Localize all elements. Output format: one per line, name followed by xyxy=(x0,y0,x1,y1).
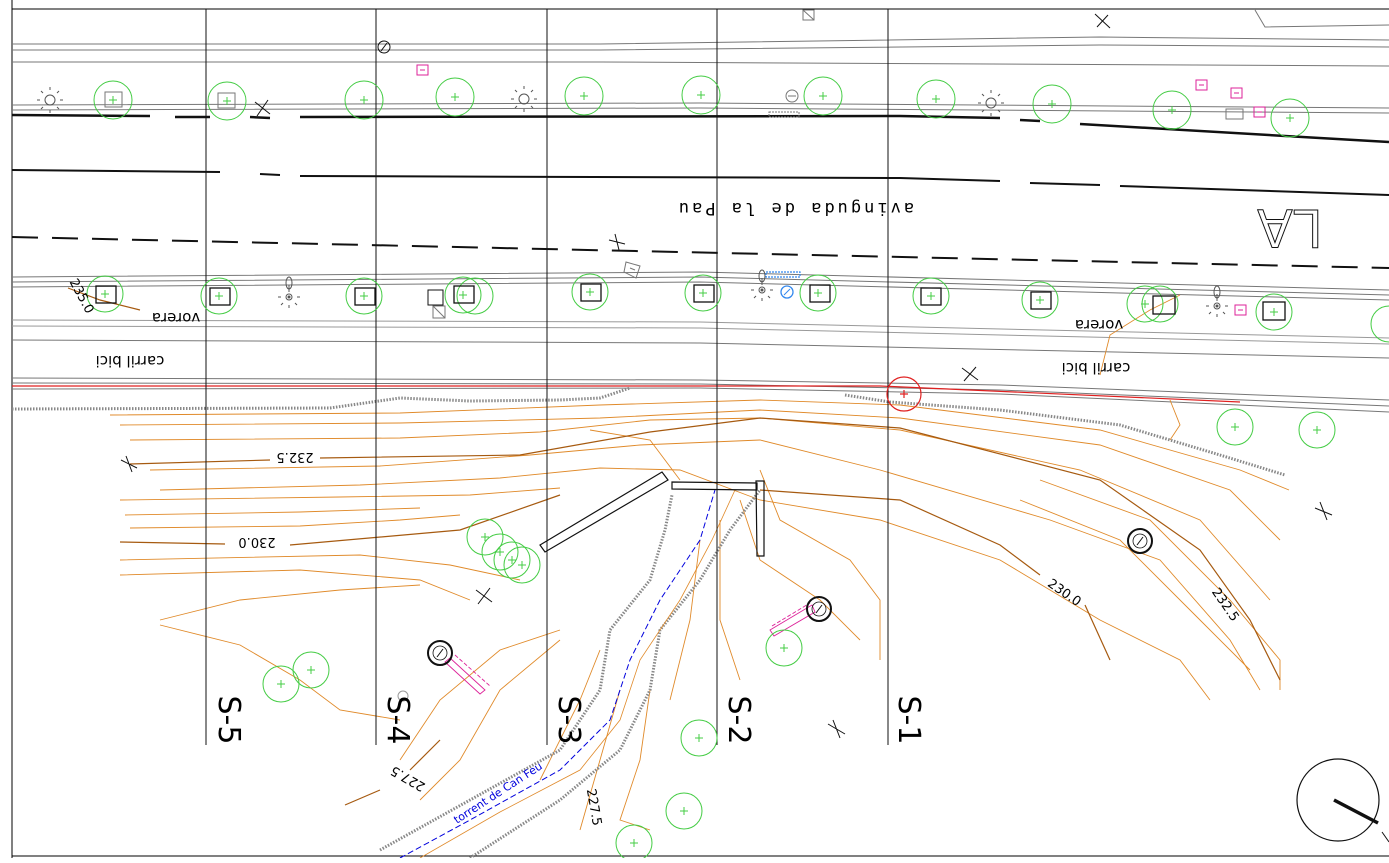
tree-symbol-icon xyxy=(200,277,238,315)
street-lamps xyxy=(37,86,1228,317)
tree-symbol-icon xyxy=(207,81,247,121)
street-lamp-icon xyxy=(37,87,63,113)
contour-label-230-right: 230.0 xyxy=(1044,576,1083,610)
section-label-s1: S-1 xyxy=(891,696,926,745)
tree-symbol-icon xyxy=(799,274,837,312)
contour-label-2325-right: 232.5 xyxy=(1208,585,1242,624)
retaining-walls xyxy=(539,471,765,557)
manhole-icon xyxy=(1127,528,1153,554)
tree-symbol-icon xyxy=(684,274,722,312)
drawing-frame xyxy=(11,0,1389,858)
tree-symbol-icon xyxy=(680,719,718,757)
street-lamp-icon xyxy=(278,276,300,308)
manholes xyxy=(377,40,1153,702)
survey-cross-icon xyxy=(1314,501,1333,521)
street-lamp-icon xyxy=(1206,285,1228,317)
tree-symbol-icon xyxy=(481,533,519,571)
section-lines xyxy=(205,9,889,745)
tree-symbol-icon xyxy=(444,276,482,314)
tree-symbol-icon xyxy=(1216,408,1254,446)
survey-cross-icon xyxy=(254,99,271,117)
tree-symbol-icon xyxy=(262,665,300,703)
north-arrow-icon xyxy=(1296,758,1389,843)
tree-symbol-icon xyxy=(1141,285,1179,323)
tree-symbol-icon xyxy=(681,75,721,115)
tree-symbol-icon xyxy=(803,76,843,116)
manhole-icon xyxy=(377,40,391,54)
sidewalk-label-right: vorera xyxy=(1075,316,1123,334)
sidewalk-label-left: vorera xyxy=(152,309,200,327)
tree-symbol-icon xyxy=(912,277,950,315)
manhole-icon xyxy=(397,690,409,702)
tree-symbol-icon xyxy=(1021,281,1059,319)
tree-symbol-icon xyxy=(345,277,383,315)
district-label: LA xyxy=(1257,197,1323,257)
stream-label: torrent de Can Feu xyxy=(451,760,544,827)
tree-symbol-icon xyxy=(93,80,133,120)
section-label-s5: S-5 xyxy=(211,696,246,745)
tree-symbol-icon xyxy=(292,651,330,689)
tree-symbol-icon xyxy=(665,792,703,830)
street-lamp-icon xyxy=(978,90,1004,116)
embankment-edge xyxy=(11,386,1286,477)
signal-markers xyxy=(416,64,1266,316)
manhole-icon xyxy=(785,89,799,103)
tree-symbol-icon xyxy=(1270,98,1310,138)
tree-symbol-icon xyxy=(86,275,124,313)
tree-symbol-icon xyxy=(916,79,956,119)
tree-symbol-icon xyxy=(1255,293,1293,331)
tree-symbol-icon xyxy=(765,629,803,667)
survey-cross-icon xyxy=(1094,13,1111,29)
tree-symbol-icon xyxy=(493,541,531,579)
tree-symbol-icon xyxy=(466,518,504,556)
section-label-s4: S-4 xyxy=(380,696,415,745)
street-lines xyxy=(11,9,1389,413)
boundary-marker xyxy=(886,376,922,412)
bike-lane-label-right: carril bici xyxy=(1062,359,1131,377)
contour-label-230-left: 230.0 xyxy=(238,534,275,549)
tree-symbol-icon xyxy=(1032,84,1072,124)
stream-channel xyxy=(379,489,762,860)
tree-symbol-icon xyxy=(1298,411,1336,449)
section-label-s3: S-3 xyxy=(551,696,586,745)
contour-lines-major xyxy=(67,287,1281,806)
street-lamp-icon xyxy=(511,86,537,112)
contour-label-2275-left: 227.5 xyxy=(388,762,428,794)
survey-cross-icon xyxy=(961,366,979,382)
manhole-icon xyxy=(806,596,832,622)
tree-symbol-icon xyxy=(571,273,609,311)
section-label-s2: S-2 xyxy=(721,696,756,745)
tree-symbol-icon xyxy=(564,76,604,116)
street-name-label: avinguda de la Pau xyxy=(676,198,914,218)
contour-label-2275-right: 227.5 xyxy=(583,788,604,827)
contour-label-2325-left: 232.5 xyxy=(276,449,313,464)
survey-cross-icon xyxy=(120,455,138,473)
survey-cross-icon xyxy=(827,719,846,739)
tree-symbol-icon xyxy=(435,77,475,117)
tree-symbol-icon xyxy=(1126,285,1164,323)
tree-symbol-icon xyxy=(1370,305,1389,343)
bike-lane-label-left: carril bici xyxy=(96,352,165,370)
survey-cross-icon xyxy=(608,233,626,251)
survey-points xyxy=(120,13,1333,739)
tree-pits xyxy=(95,9,1286,321)
manhole-icon xyxy=(427,640,453,666)
drainage-pipes xyxy=(444,602,816,695)
utilities xyxy=(623,111,801,299)
tree-symbols xyxy=(86,75,1389,862)
tree-symbol-icon xyxy=(615,824,653,862)
tree-symbol-icon xyxy=(344,80,384,120)
street-lamp-icon xyxy=(751,269,773,301)
tree-symbol-icon xyxy=(1152,90,1192,130)
property-boundary xyxy=(12,385,1241,403)
tree-symbol-icon xyxy=(456,277,494,315)
tree-symbol-icon xyxy=(503,546,541,584)
survey-cross-icon xyxy=(475,587,493,605)
